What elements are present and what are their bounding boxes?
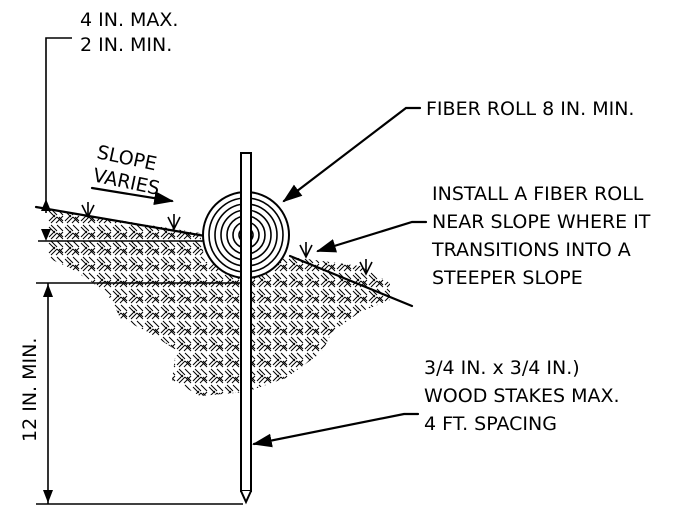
stake-note-line: 3/4 IN. x 3/4 IN.)	[424, 357, 580, 379]
install-note-line: TRANSITIONS INTO A	[431, 239, 631, 261]
trench-depth-arrow-top	[43, 284, 53, 297]
install-note-line: INSTALL A FIBER ROLL	[432, 183, 644, 205]
stake-note-line: WOOD STAKES MAX.	[424, 385, 620, 407]
slope-arrow	[90, 186, 174, 205]
lower-slope-line	[288, 254, 414, 308]
trench-depth-arrow-bottom	[43, 490, 53, 503]
install-note-line: NEAR SLOPE WHERE IT	[432, 211, 651, 233]
depth-arrow-up	[41, 199, 51, 211]
depth-label-min: 2 IN. MIN.	[80, 34, 172, 56]
install-note-line: STEEPER SLOPE	[432, 267, 583, 289]
fiber-roll-leader	[282, 106, 422, 203]
depth-label-max: 4 IN. MAX.	[80, 9, 178, 31]
grass-marks	[81, 202, 373, 276]
fiber-roll-label: FIBER ROLL 8 IN. MIN.	[426, 98, 634, 120]
install-note: INSTALL A FIBER ROLL NEAR SLOPE WHERE IT…	[431, 183, 651, 289]
trench-depth-label: 12 IN. MIN.	[19, 338, 41, 442]
stake-note-line: 4 FT. SPACING	[424, 413, 557, 435]
install-note-leader	[316, 220, 428, 253]
stake-leader	[252, 412, 420, 448]
stake-note: 3/4 IN. x 3/4 IN.) WOOD STAKES MAX. 4 FT…	[424, 357, 620, 435]
depth-arrow-down	[41, 229, 51, 241]
wood-stake	[240, 152, 252, 505]
depth-leader	[45, 37, 72, 213]
soil-hatch	[48, 209, 390, 396]
upper-slope-line	[34, 205, 207, 238]
